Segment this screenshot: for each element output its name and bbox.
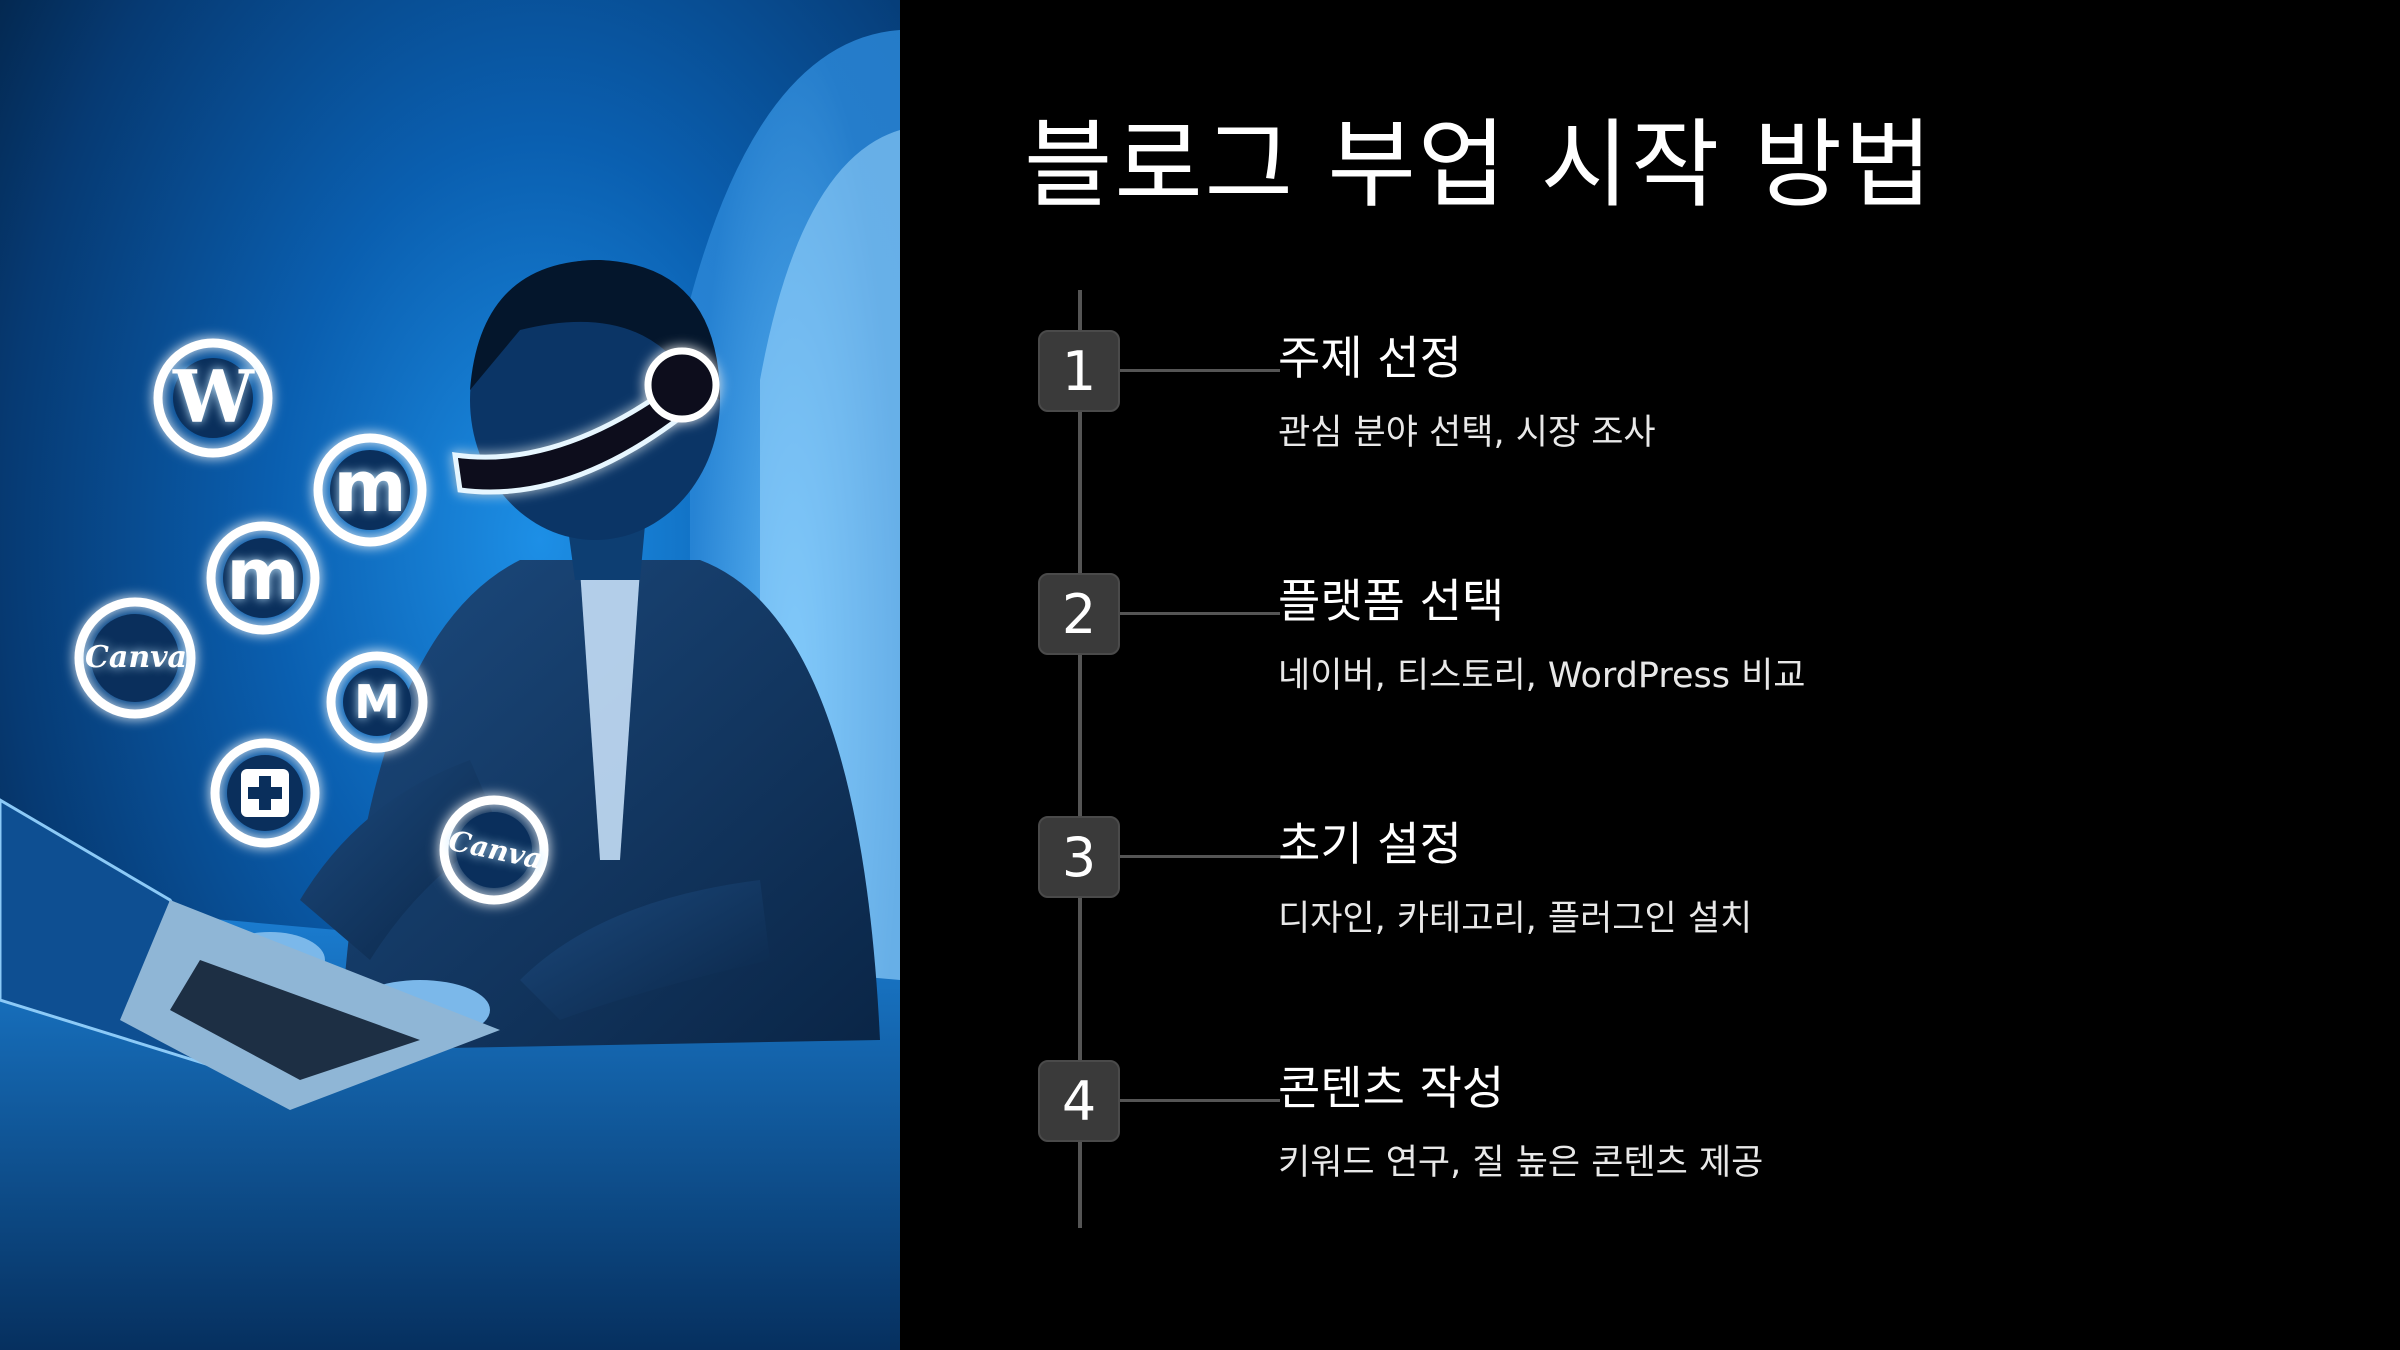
person-arm-left xyxy=(300,760,500,960)
step-connector xyxy=(1120,612,1280,615)
plus-square-icon xyxy=(210,738,320,848)
canva-icon-left xyxy=(74,597,196,719)
hero-illustration: W m m Canva M + Canva xyxy=(0,0,900,1350)
person-hair xyxy=(470,260,720,400)
timeline-step-1: 1 주제 선정 관심 분야 선택, 시장 조사 xyxy=(1038,330,2338,530)
step-number-badge: 2 xyxy=(1038,573,1120,655)
slide-title: 블로그 부업 시작 방법 xyxy=(1024,109,1935,221)
step-number-badge: 4 xyxy=(1038,1060,1120,1142)
timeline-step-2: 2 플랫폼 선택 네이버, 티스토리, WordPress 비교 xyxy=(1038,573,2338,773)
timeline-line xyxy=(1078,290,1082,1228)
laptop-keys xyxy=(170,960,420,1080)
gmail-icon xyxy=(326,651,428,753)
medium-m-icon-mid xyxy=(206,521,320,635)
step-description: 관심 분야 선택, 시장 조사 xyxy=(1278,413,1656,453)
step-title: 콘텐츠 작성 xyxy=(1278,1061,1505,1115)
timeline-step-3: 3 초기 설정 디자인, 카테고리, 플러그인 설치 xyxy=(1038,816,2338,1016)
step-connector xyxy=(1120,1099,1280,1102)
person-arm-right xyxy=(520,880,770,1020)
step-connector xyxy=(1120,855,1280,858)
hero-illustration-svg xyxy=(0,30,900,1350)
wordpress-icon xyxy=(153,338,273,458)
step-title: 주제 선정 xyxy=(1278,331,1462,385)
step-number-badge: 1 xyxy=(1038,330,1120,412)
step-title: 플랫폼 선택 xyxy=(1278,574,1505,628)
step-title: 초기 설정 xyxy=(1278,817,1462,871)
person-shirt xyxy=(580,570,640,860)
timeline-step-4: 4 콘텐츠 작성 키워드 연구, 질 높은 콘텐츠 제공 xyxy=(1038,1060,2338,1260)
step-description: 디자인, 카테고리, 플러그인 설치 xyxy=(1278,899,1753,939)
vr-visor xyxy=(452,347,720,495)
step-connector xyxy=(1120,369,1280,372)
step-description: 키워드 연구, 질 높은 콘텐츠 제공 xyxy=(1278,1143,1764,1183)
step-number-badge: 3 xyxy=(1038,816,1120,898)
medium-m-icon-top xyxy=(313,433,427,547)
canva-icon-right xyxy=(439,795,549,905)
step-description: 네이버, 티스토리, WordPress 비교 xyxy=(1278,656,1806,696)
